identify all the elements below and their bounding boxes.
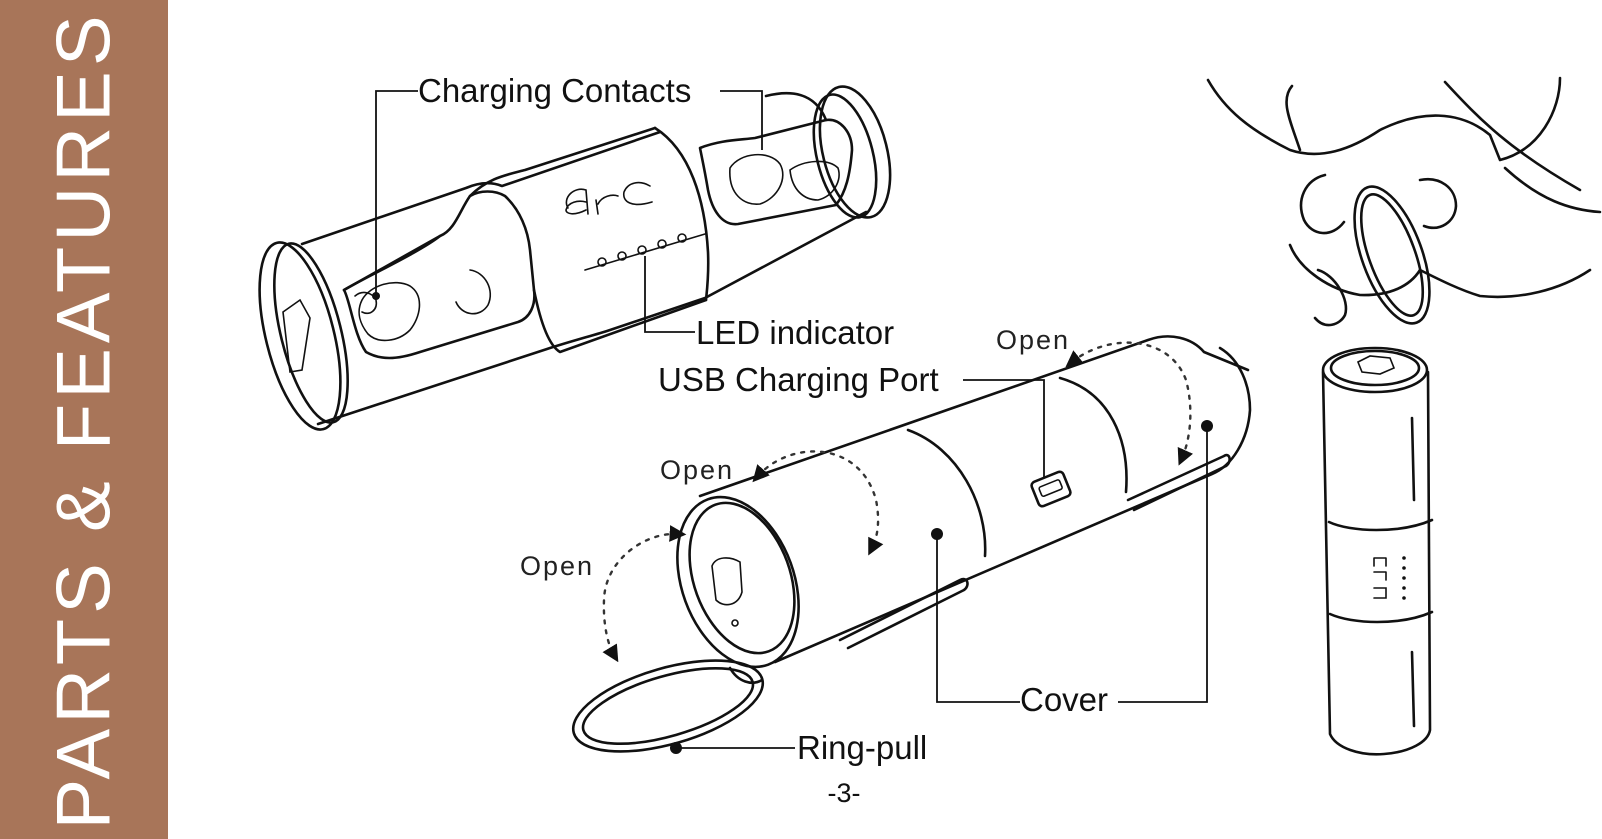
label-cover: Cover (1020, 681, 1108, 718)
label-open-top: Open (996, 325, 1070, 355)
label-led-indicator: LED indicator (696, 314, 894, 351)
label-usb-charging-port: USB Charging Port (658, 361, 939, 398)
label-charging-contacts: Charging Contacts (418, 72, 691, 109)
page-number: -3- (828, 778, 861, 808)
closed-case-illustration (563, 336, 1250, 769)
label-open-left: Open (520, 551, 594, 581)
label-ring-pull: Ring-pull (797, 729, 927, 766)
upright-case-with-hand-illustration (1208, 78, 1600, 754)
label-open-middle: Open (660, 455, 734, 485)
